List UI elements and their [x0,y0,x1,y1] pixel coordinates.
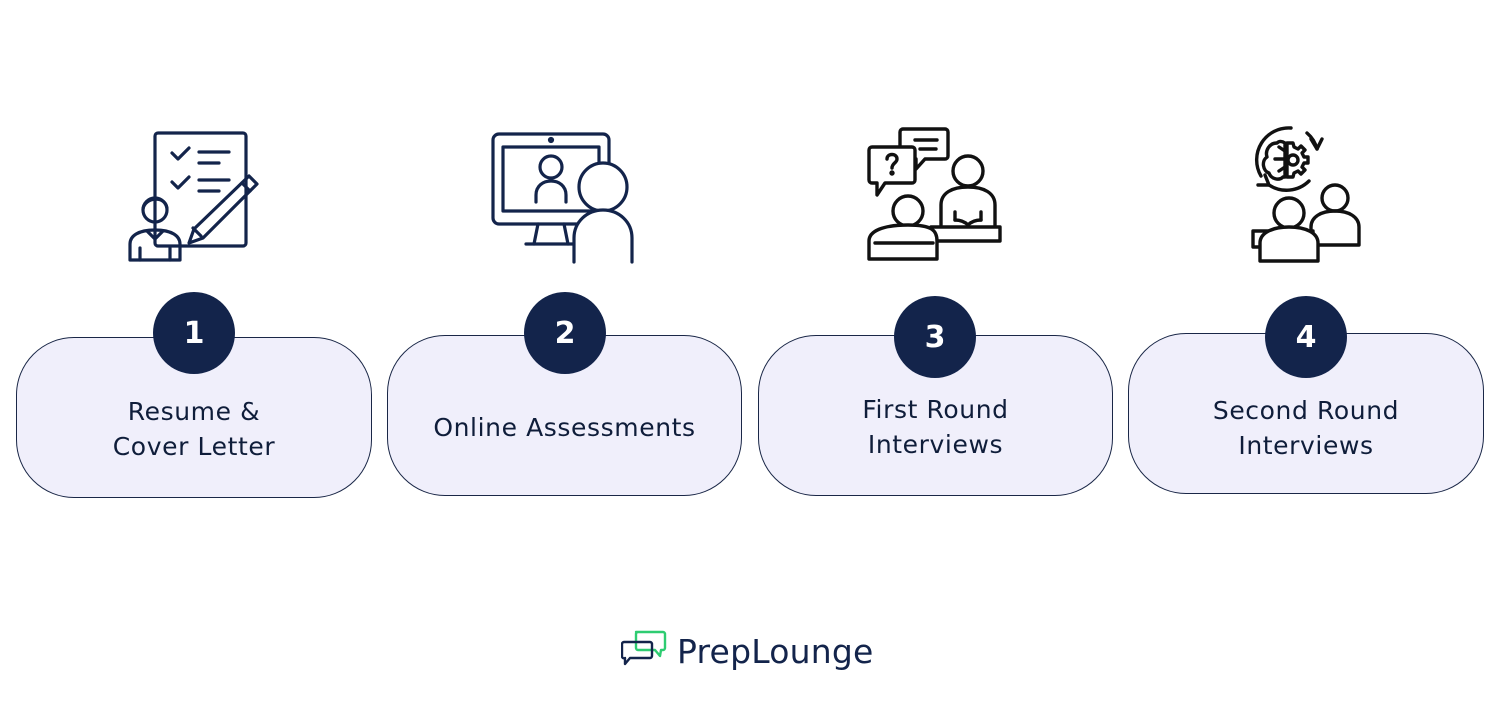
step-number-badge: 1 [153,292,235,374]
step-label: Second Round Interviews [1212,395,1400,460]
brand-logo: PrepLounge [620,630,874,672]
step-number-badge: 4 [1265,296,1347,378]
online-assessment-computer-icon [490,130,640,266]
step-label: First Round Interviews [862,394,1009,459]
step-label: Online Assessments [433,413,696,442]
step-number-badge: 3 [894,296,976,378]
step-card-3: First Round Interviews [758,335,1113,496]
brand-name: PrepLounge [677,631,874,671]
chat-bubbles-logo-icon [620,630,667,672]
interview-conversation-icon [865,125,1007,265]
step-number-badge: 2 [524,292,606,374]
step-label: Resume & Cover Letter [112,396,276,461]
panel-interview-brain-icon [1245,125,1367,265]
resume-checklist-icon [125,130,265,266]
